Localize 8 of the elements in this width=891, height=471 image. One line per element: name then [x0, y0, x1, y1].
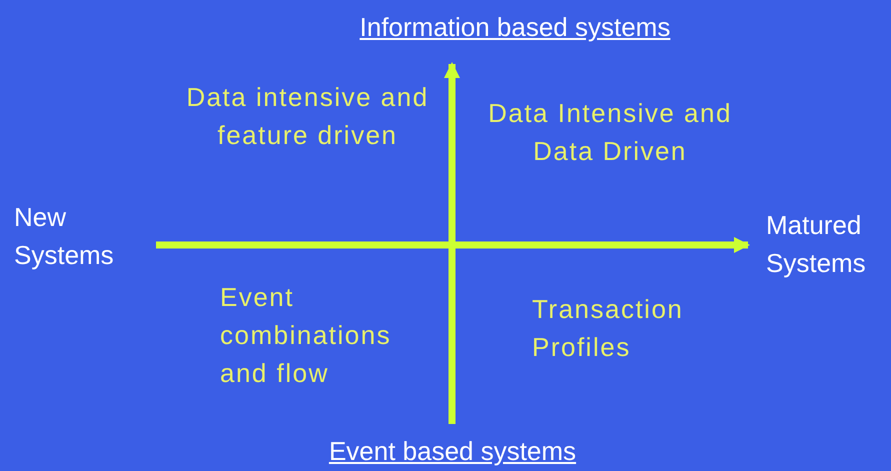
- axis-title: Event based systems: [328, 435, 578, 468]
- quadrant-label: Data Intensive and Data Driven: [487, 97, 733, 168]
- quadrant-label: Transaction Profiles: [532, 293, 684, 364]
- axis-title: Information based systems: [358, 11, 672, 44]
- quadrant-label: Data intensive and feature driven: [185, 81, 430, 152]
- axis-end-label: New Systems: [14, 201, 115, 272]
- quadrant-label: Event combinations and flow: [220, 281, 392, 390]
- axis-end-label: Matured Systems: [766, 209, 867, 280]
